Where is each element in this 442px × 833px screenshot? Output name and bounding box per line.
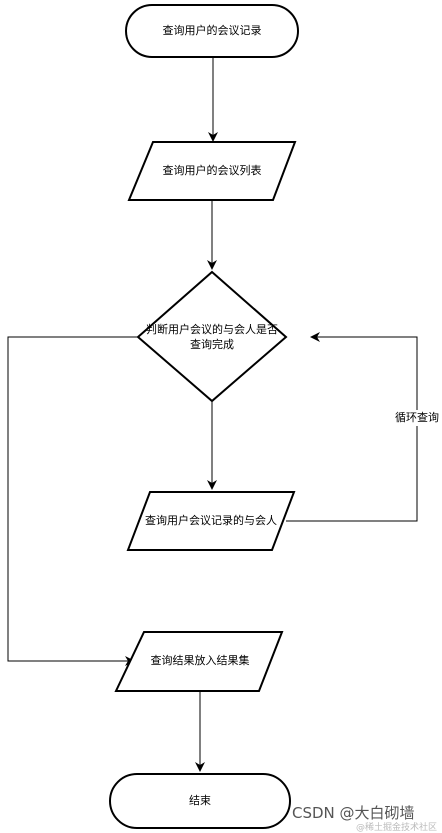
collect-label: 查询结果放入结果集 [151, 653, 250, 667]
end-terminal-shape [109, 773, 291, 829]
start-terminal-shape [125, 4, 299, 58]
collect-io-shape [114, 631, 284, 692]
watermark: CSDN @大白砌墙 @稀土掘金技术社区 [292, 804, 437, 833]
edge-query-loop-back [286, 332, 418, 522]
node-start: 查询用户的会议记录 [125, 4, 299, 58]
node-collect: 查询结果放入结果集 [114, 631, 284, 692]
decision-label-line2: 查询完成 [190, 337, 234, 351]
loop-edge-label-group: 循环查询 [394, 410, 440, 426]
node-query: 查询用户会议记录的与会人 [126, 491, 296, 551]
watermark-sub: @稀土掘金技术社区 [356, 821, 437, 833]
list-io-shape [127, 141, 297, 201]
list-label: 查询用户的会议列表 [163, 163, 262, 177]
decision-diamond-shape [136, 270, 288, 403]
loop-edge-label: 循环查询 [395, 410, 439, 424]
watermark-main: CSDN @大白砌墙 [292, 804, 415, 822]
edges [7, 56, 418, 772]
node-decision: 判断用户会议的与会人是否 查询完成 [136, 270, 288, 403]
decision-label-line1: 判断用户会议的与会人是否 [146, 322, 278, 336]
loop-label-background [394, 410, 440, 426]
query-io-shape [126, 491, 296, 551]
edge-decision-exit [7, 336, 138, 666]
query-label: 查询用户会议记录的与会人 [145, 513, 277, 527]
node-end: 结束 [109, 773, 291, 829]
start-label: 查询用户的会议记录 [163, 23, 262, 37]
node-list: 查询用户的会议列表 [127, 141, 297, 201]
end-label: 结束 [189, 794, 211, 807]
